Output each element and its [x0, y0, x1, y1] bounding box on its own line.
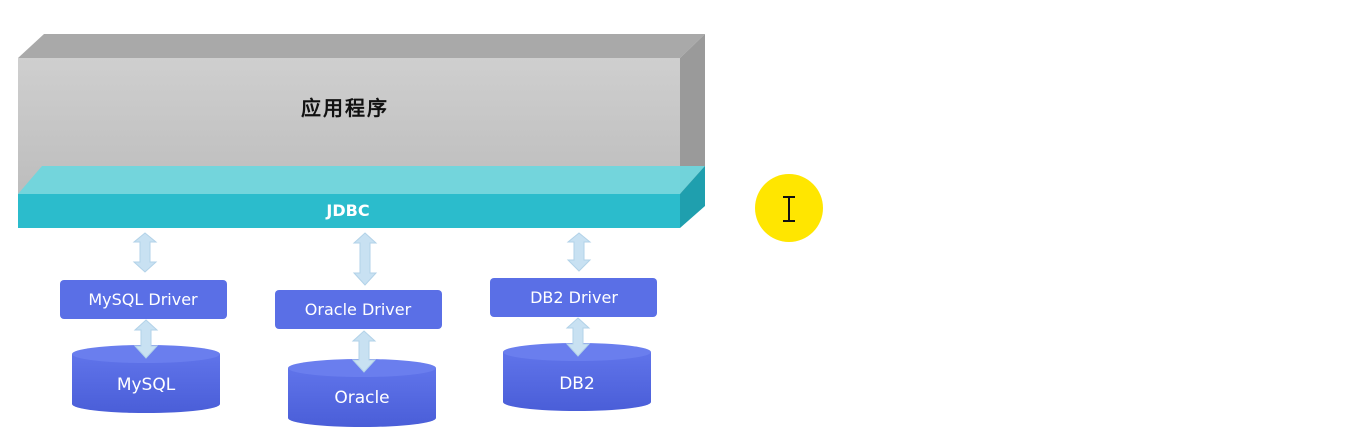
text-cursor-icon: [783, 196, 795, 222]
jdbc-layer-label: JDBC: [325, 201, 369, 220]
cursor-highlight: [755, 174, 823, 242]
app-layer-top-face: [18, 34, 705, 58]
driver-column-mysql: MySQL Driver MySQL: [60, 232, 227, 413]
jdbc-layer-front-face: [18, 194, 680, 228]
app-layer-label: 应用程序: [301, 96, 389, 120]
jdbc-to-oracle-driver-arrow: [352, 232, 378, 286]
jdbc-to-db2-driver-arrow: [566, 232, 592, 272]
mysql-driver-label: MySQL Driver: [88, 290, 198, 309]
mysql-database-body: [72, 354, 220, 413]
oracle-driver-box: [275, 290, 442, 329]
mysql-database-label: MySQL: [117, 375, 176, 395]
db2-database-label: DB2: [559, 374, 595, 394]
db2-database-body: [503, 352, 651, 411]
jdbc-to-mysql-driver-arrow: [132, 232, 158, 273]
mysql-driver-box: [60, 280, 227, 319]
app-layer-side-face: [680, 34, 705, 194]
oracle-database-body: [288, 368, 436, 427]
jdbc-layer-side-face: [680, 166, 705, 228]
oracle-driver-to-db-arrow: [351, 330, 377, 373]
jdbc-layer: JDBC: [18, 166, 705, 228]
mysql-driver-to-db-arrow: [133, 319, 159, 359]
driver-column-db2: DB2 Driver DB2: [490, 232, 657, 411]
db2-driver-to-db-arrow: [565, 317, 591, 357]
driver-column-oracle: Oracle Driver Oracle: [275, 232, 442, 427]
jdbc-layer-top-face: [18, 166, 705, 194]
db2-driver-box: [490, 278, 657, 317]
oracle-database-label: Oracle: [334, 388, 389, 408]
db2-driver-label: DB2 Driver: [530, 288, 618, 307]
oracle-driver-label: Oracle Driver: [305, 300, 412, 319]
